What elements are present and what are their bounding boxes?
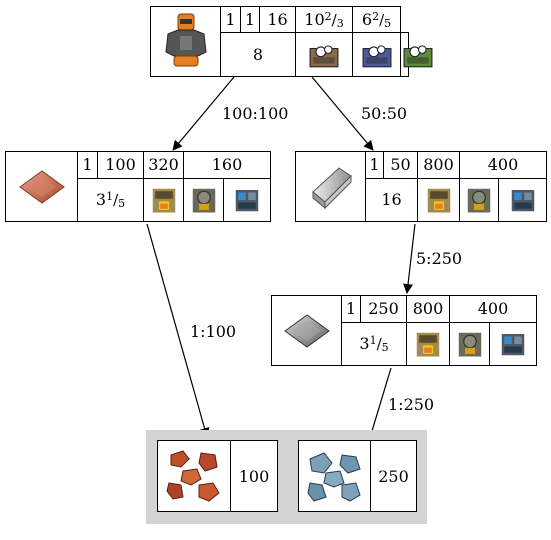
stat-cell: 400: [458, 151, 548, 179]
raw-node-copper-ore: 100: [157, 440, 278, 512]
recipe-node-steel-plate: 1 50 800 400 16: [295, 151, 548, 222]
edge-root-steel: [311, 76, 374, 151]
steel-plate-icon: [295, 151, 366, 222]
assembler-1-icon: [295, 32, 353, 77]
stat-cell: 100: [97, 151, 144, 179]
stat-cell: 1: [341, 295, 361, 323]
edge-label-root-steel: 50:50: [361, 104, 408, 123]
stat-cell: 400: [448, 295, 538, 323]
edge-label-steel-iron: 5:250: [416, 249, 463, 268]
recipe-node-armor: 1 1 16 102/3 62/5 8: [150, 6, 409, 77]
stat-fraction-cell: 31/5: [341, 322, 407, 366]
recipe-node-iron-plate: 1 250 800 400 31/5: [271, 295, 538, 366]
edge-steel-iron: [403, 223, 416, 294]
steel-furnace-icon: [183, 178, 224, 222]
edge-label-copper-ore: 1:100: [190, 322, 237, 341]
edge-label-root-copper: 100:100: [222, 104, 289, 123]
stat-fraction-cell: 102/3: [295, 6, 353, 33]
stat-cell: 320: [143, 151, 184, 179]
resource-amount: 250: [370, 440, 417, 512]
electric-furnace-icon: [488, 322, 538, 366]
stone-furnace-icon: [406, 322, 450, 366]
steel-furnace-icon: [449, 322, 490, 366]
resource-amount: 100: [230, 440, 278, 512]
copper-ore-icon: [157, 440, 231, 512]
stat-cell: 1: [220, 6, 241, 33]
stone-furnace-icon: [143, 178, 184, 222]
edge-iron-ore: [366, 367, 392, 442]
steel-furnace-icon: [459, 178, 499, 222]
stat-cell: 160: [182, 151, 272, 179]
stat-cell: 250: [360, 295, 407, 323]
assembler-2-icon: [352, 32, 401, 77]
edge-label-iron-ore: 1:250: [388, 395, 435, 414]
raw-node-iron-ore: 250: [298, 440, 417, 512]
raw-resources-group: 100 250: [146, 430, 427, 524]
stat-cell: 1: [365, 151, 384, 179]
stat-cell: 1: [77, 151, 98, 179]
iron-ore-icon: [298, 440, 371, 512]
stat-cell: 1: [240, 6, 260, 33]
stat-cell: 50: [383, 151, 418, 179]
edge-root-copper: [172, 76, 235, 151]
assembler-3-icon: [400, 32, 409, 77]
stat-cell: 16: [259, 6, 296, 33]
stat-fraction-cell: 62/5: [352, 6, 401, 33]
machine-count: 16: [365, 178, 418, 222]
electric-furnace-icon: [497, 178, 548, 222]
recipe-node-copper-plate: 1 100 320 160 31/5: [5, 151, 272, 222]
stone-furnace-icon: [417, 178, 460, 222]
copper-plate-icon: [5, 151, 78, 222]
iron-plate-icon: [271, 295, 342, 366]
electric-furnace-icon: [222, 178, 272, 222]
edge-copper-ore: [146, 223, 210, 438]
machine-count: 8: [220, 32, 296, 77]
armor-icon: [150, 6, 221, 77]
stat-cell: 800: [417, 151, 460, 179]
stat-fraction-cell: 31/5: [77, 178, 144, 222]
stat-cell: 800: [406, 295, 450, 323]
